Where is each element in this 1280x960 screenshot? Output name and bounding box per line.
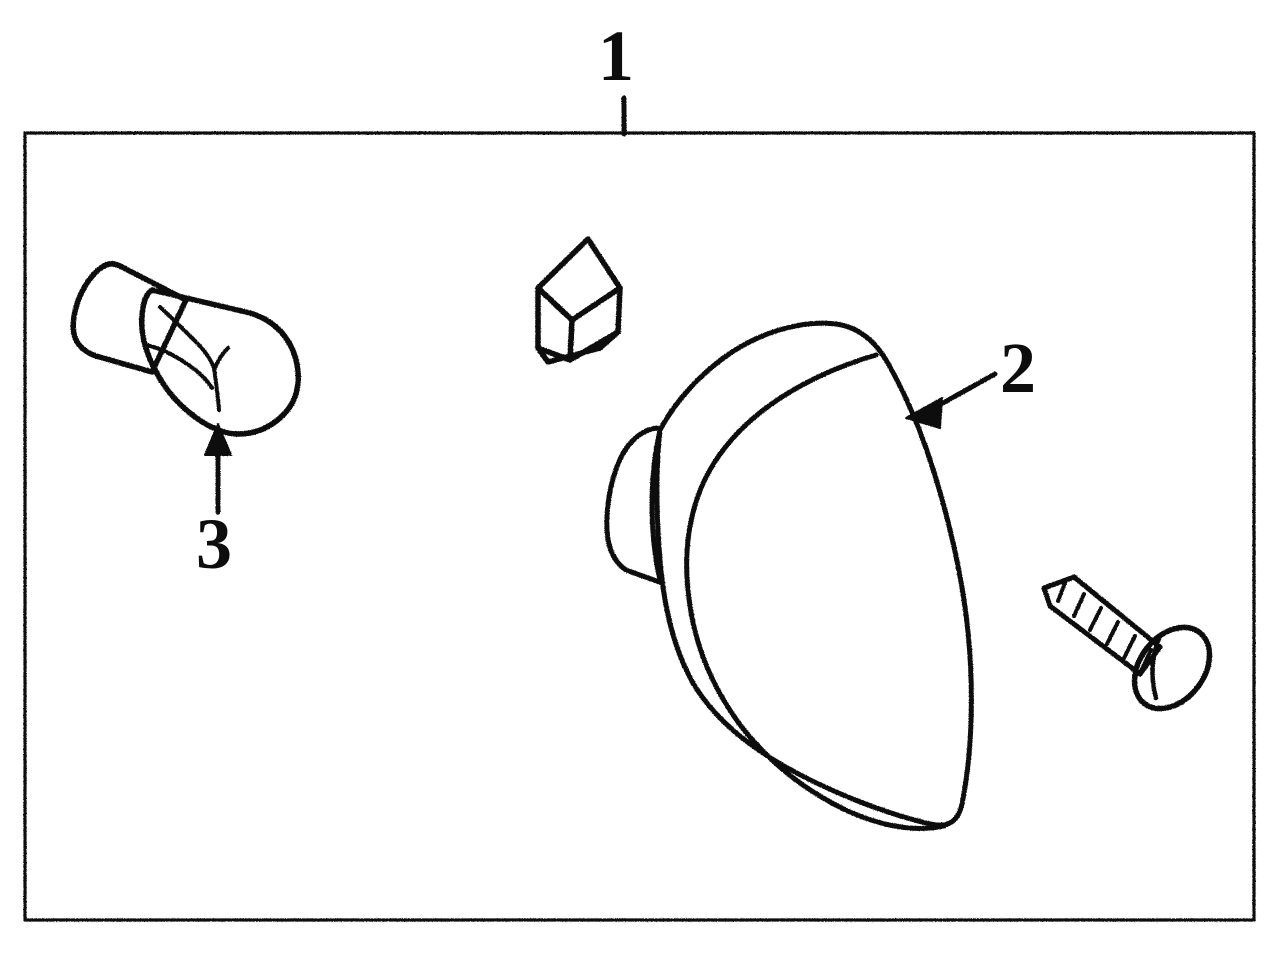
tapping-screw-part: [1041, 574, 1213, 712]
screw-thread-6: [1139, 648, 1153, 673]
screw-shank-outline: [1041, 574, 1163, 677]
socket-block-part: [535, 236, 623, 365]
callout-3-arrowhead: [204, 423, 232, 456]
bulb-filament-upper: [158, 305, 216, 370]
lamp-lens-body-part: [604, 320, 974, 831]
callout-2-arrowhead: [905, 397, 943, 429]
callout-2-leader-line: [931, 371, 998, 411]
callout-number-3: 3: [196, 504, 232, 584]
lens-inner-rim-line: [684, 352, 947, 831]
callout-number-1: 1: [598, 16, 634, 96]
assembly-boundary-box: [23, 131, 1256, 922]
screw-thread-1: [1056, 578, 1068, 603]
screw-head-slot: [1150, 633, 1163, 701]
lens-mounting-tab: [604, 425, 665, 586]
socket-block-top-face: [535, 236, 623, 323]
bulb-filament-right: [213, 346, 230, 370]
socket-block-lower-lip: [535, 329, 621, 365]
screw-thread-4: [1105, 620, 1120, 646]
bulb-filament-stem: [212, 366, 221, 412]
bulb-base-cap: [70, 261, 189, 375]
socket-block-front-face: [535, 285, 575, 363]
screw-thread-5: [1122, 634, 1137, 660]
callout-number-2: 2: [1000, 328, 1036, 408]
screw-thread-3: [1088, 606, 1103, 632]
screw-thread-2: [1072, 592, 1086, 618]
lens-outer-silhouette: [654, 320, 974, 828]
screw-head: [1131, 624, 1213, 712]
bulb-filament-left: [144, 343, 214, 390]
light-bulb-part: [70, 261, 301, 437]
